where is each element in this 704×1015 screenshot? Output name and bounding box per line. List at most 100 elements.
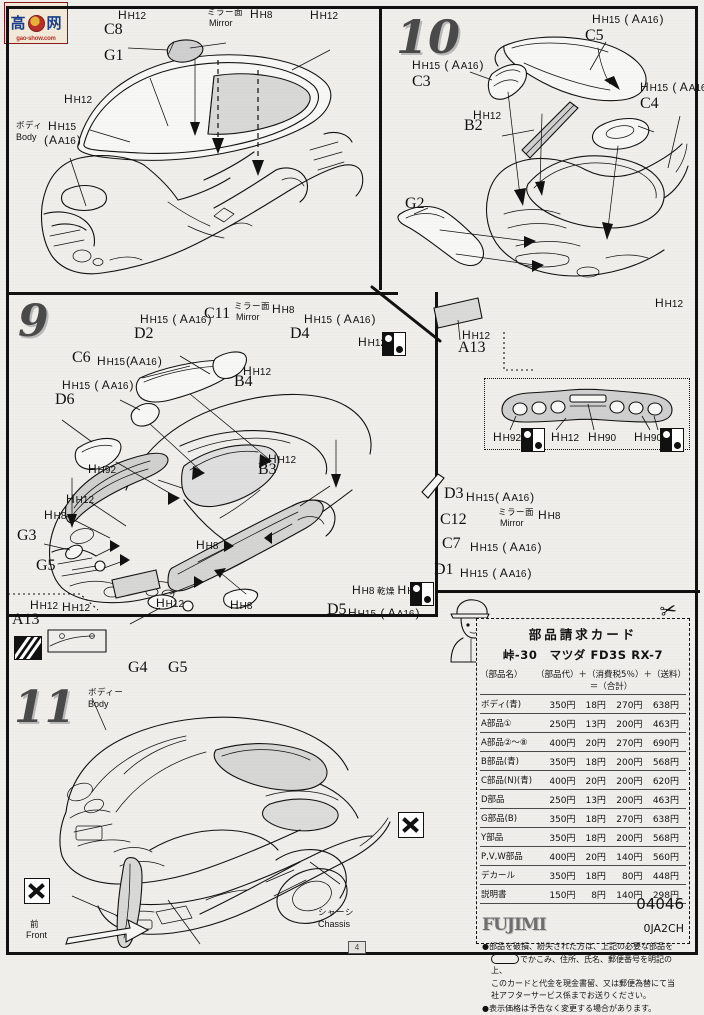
paint-code-h8-lower: H8 bbox=[205, 541, 219, 552]
paint-code-c6-main: H15 bbox=[106, 357, 126, 368]
cement-icon-rear bbox=[398, 812, 424, 838]
swatch-q-b1 bbox=[411, 583, 422, 594]
paint-code-d3-main: H15 bbox=[475, 493, 495, 504]
label-front-en: Front bbox=[26, 930, 48, 940]
swatch-q-b4 bbox=[422, 594, 433, 605]
paint-code-h12-lower-c: H8 bbox=[239, 601, 253, 612]
swatch-quadrant-4 bbox=[533, 440, 544, 451]
label-chassis-jp: シャーシ bbox=[318, 907, 354, 917]
part-total-cell: 568円 bbox=[649, 751, 686, 771]
watermark-seal-icon bbox=[27, 14, 45, 32]
inset-detail-box-step10 bbox=[484, 378, 690, 450]
paint-code-c5-main: H15 bbox=[601, 15, 621, 26]
parts-order-card: 部品請求カード 峠-30 マツダ FD3S RX-7 （部品名） （部品代）＋（… bbox=[476, 618, 690, 1013]
paint-code-h12-top-right: H12 bbox=[319, 11, 339, 22]
order-card-model: 峠-30 マツダ FD3S RX-7 bbox=[502, 648, 664, 662]
paint-code-h12-a: H12 bbox=[127, 11, 147, 22]
label-part-b3: B3 bbox=[258, 461, 277, 478]
part-shipping-cell: 200円 bbox=[612, 827, 650, 847]
order-card-note-line: ●表示価格は予告なく変更する場合があります。 bbox=[482, 1003, 657, 1013]
paint-swatch-step9-dry bbox=[410, 582, 434, 606]
part-name-cell: G部品(B) bbox=[480, 808, 546, 828]
decal-icon-step9 bbox=[14, 636, 42, 660]
part-price-cell: 350円 bbox=[546, 827, 583, 847]
watermark-url: gao-show.com bbox=[16, 36, 56, 42]
label-mirror-en-top: Mirror bbox=[209, 18, 233, 28]
paint-code-c11: H8 bbox=[281, 305, 295, 316]
part-shipping-cell: 200円 bbox=[612, 713, 650, 733]
part-total-cell: 638円 bbox=[649, 694, 686, 714]
divider-right-edge bbox=[695, 6, 698, 952]
label-mirror-jp-c12: ミラー面 bbox=[498, 507, 535, 517]
part-total-cell: 463円 bbox=[649, 789, 686, 809]
part-price-cell: 250円 bbox=[546, 713, 583, 733]
paint-swatch-inset-right bbox=[660, 428, 684, 452]
page-number-marker: 4 bbox=[348, 941, 366, 954]
part-total-cell: 560円 bbox=[649, 846, 686, 866]
paint-code-h92-front: H92 bbox=[97, 465, 117, 476]
part-price-cell: 400円 bbox=[546, 770, 583, 790]
paint-code-b2-main: H12 bbox=[482, 111, 502, 122]
paint-code-c4-alt: A16 bbox=[688, 83, 704, 94]
instruction-sheet: 高 网 gao-show.com bbox=[0, 0, 704, 960]
paint-swatch-step9-upper bbox=[382, 332, 406, 356]
part-price-cell: 400円 bbox=[546, 732, 583, 752]
order-card-note-line: でかこみ、住所、氏名、郵便番号を明記の上、 bbox=[491, 954, 672, 976]
paint-code-d2-alt: A16 bbox=[188, 315, 207, 326]
order-card-formula-left: （部品名） bbox=[480, 670, 523, 680]
part-name-cell: A部品②～⑧ bbox=[480, 732, 546, 752]
part-price-cell: 150円 bbox=[546, 884, 583, 903]
paint-code-h8-top: H8 bbox=[259, 10, 273, 21]
paint-code-d3-alt: A16 bbox=[511, 493, 530, 504]
part-name-cell: C部品(N)(青) bbox=[480, 770, 546, 790]
divider-left-edge bbox=[6, 6, 9, 952]
order-card-notes: ●部品を破損、紛失された方は、上記の必要な部品をでかこみ、住所、氏名、郵便番号を… bbox=[482, 941, 684, 1015]
part-tax-cell: 18円 bbox=[582, 694, 613, 714]
order-card-title: 部品請求カード bbox=[528, 627, 638, 642]
paint-code-d6-main: H15 bbox=[71, 381, 91, 392]
swatch-q-a3 bbox=[383, 344, 394, 355]
swatch-q-a4 bbox=[394, 344, 405, 355]
swatch-q-a2 bbox=[394, 333, 405, 344]
watermark-char-1: 高 bbox=[10, 13, 26, 32]
part-price-cell: 400円 bbox=[546, 846, 583, 866]
part-shipping-cell: 200円 bbox=[612, 770, 650, 790]
paint-code-d5-main: H15 bbox=[357, 609, 377, 620]
label-part-d1: D1 bbox=[434, 561, 454, 578]
divider-horizontal-lower bbox=[438, 590, 700, 593]
part-tax-cell: 18円 bbox=[582, 865, 613, 885]
label-part-c4: C4 bbox=[640, 95, 659, 112]
part-tax-cell: 18円 bbox=[582, 751, 613, 771]
part-name-cell: デカール bbox=[480, 865, 546, 885]
paint-code-h15-body-top: H15 bbox=[57, 122, 77, 133]
paint-code-d2-main: H15 bbox=[149, 315, 169, 326]
part-shipping-cell: 140円 bbox=[612, 846, 650, 866]
paint-code-inset-left: H92 bbox=[502, 433, 522, 444]
part-name-cell: 説明書 bbox=[480, 884, 546, 903]
paint-code-c7-alt: A16 bbox=[518, 543, 537, 554]
paint-code-h12-lower-b: H12 bbox=[165, 599, 185, 610]
label-body-jp-top: ボディ bbox=[16, 120, 43, 130]
paint-code-body-step10: H12 bbox=[664, 299, 684, 310]
paint-code-c12: H8 bbox=[547, 511, 561, 522]
part-tax-cell: 18円 bbox=[582, 827, 613, 847]
